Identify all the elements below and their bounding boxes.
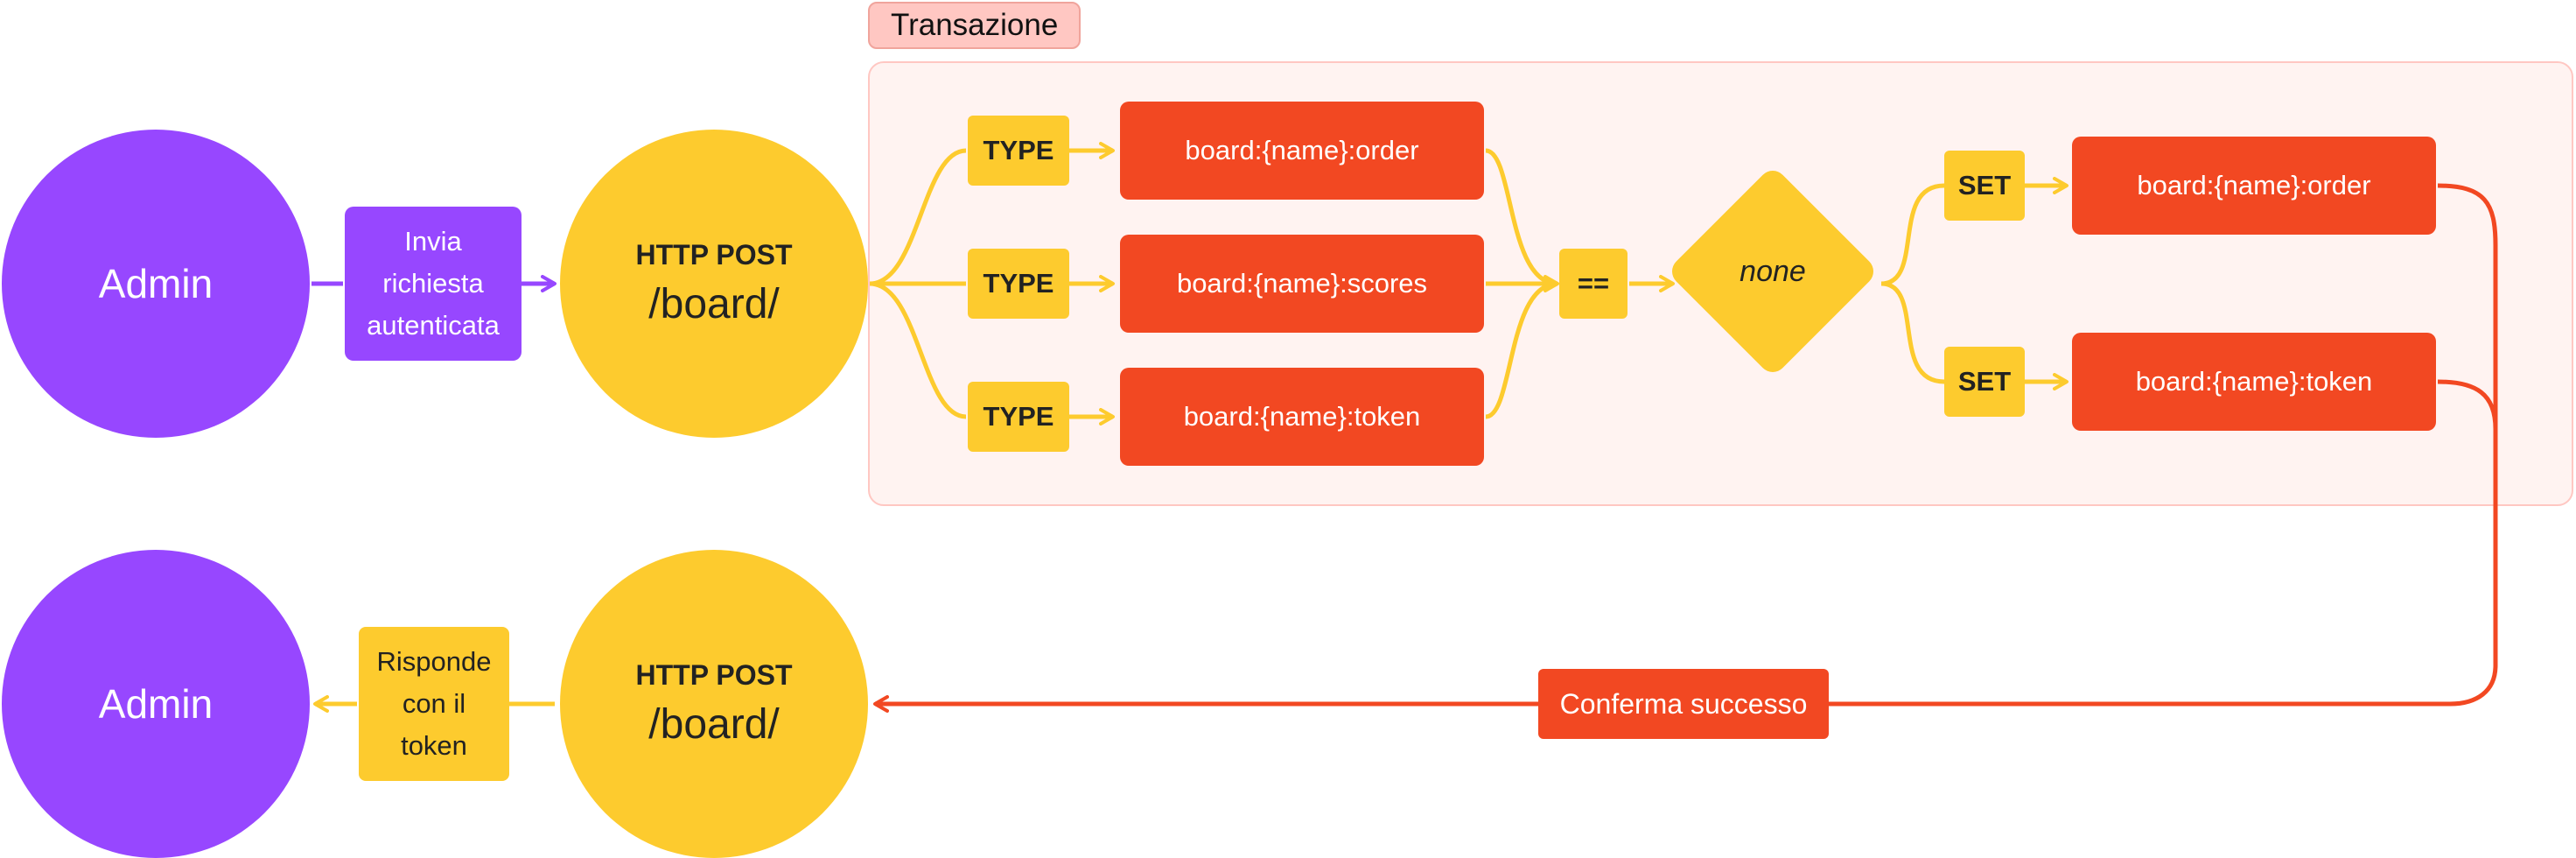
- endpoint-method-bottom: HTTP POST: [635, 659, 793, 691]
- endpoint-path-top: /board/: [648, 281, 780, 327]
- type-key-1-label: board:{name}:order: [1185, 135, 1419, 165]
- endpoint-method-top: HTTP POST: [635, 239, 793, 271]
- none-diamond-label: none: [1740, 254, 1806, 288]
- connector-none-to-set-1: [1880, 183, 1945, 286]
- transaction-title: Transazione: [868, 2, 1082, 49]
- type-key-1: board:{name}:order: [1120, 102, 1484, 200]
- request-label-line-1: Invia: [404, 226, 462, 257]
- set-tag-2-label: SET: [1957, 366, 2012, 397]
- equals-operator-label: ==: [1577, 268, 1610, 299]
- type-tag-2: TYPE: [968, 249, 1069, 319]
- connector-set-key-1-to-return: [2437, 183, 2498, 707]
- connector-set-key-2-to-return: [2437, 379, 2498, 430]
- request-label-box: Invia richiesta autenticata: [345, 207, 522, 361]
- equals-operator: ==: [1559, 249, 1628, 319]
- type-key-2: board:{name}:scores: [1120, 235, 1484, 333]
- connector-key-1-to-equals: [1485, 148, 1558, 286]
- response-label-line-2: con il: [402, 688, 466, 719]
- confirm-success-label: Conferma successo: [1559, 687, 1808, 720]
- endpoint-node-top: HTTP POST /board/: [560, 130, 868, 438]
- type-key-3-label: board:{name}:token: [1183, 401, 1421, 432]
- connector-key-3-to-equals: [1485, 281, 1558, 419]
- type-key-2-label: board:{name}:scores: [1176, 268, 1428, 299]
- connector-none-to-set-2: [1880, 281, 1945, 384]
- response-label-box: Risponde con il token: [359, 627, 509, 781]
- endpoint-node-bottom: HTTP POST /board/: [560, 550, 868, 858]
- type-tag-2-label: TYPE: [983, 268, 1054, 299]
- set-tag-1-label: SET: [1957, 170, 2012, 200]
- response-label-line-3: token: [401, 730, 467, 761]
- connector-endpoint-to-type-3: [869, 281, 967, 419]
- set-key-2: board:{name}:token: [2072, 333, 2436, 431]
- request-label-line-3: autenticata: [367, 310, 500, 341]
- confirm-success-box: Conferma successo: [1538, 669, 1829, 739]
- connector-endpoint-to-type-1: [869, 148, 967, 286]
- type-tag-3-label: TYPE: [983, 401, 1054, 432]
- admin-label-bottom: Admin: [98, 681, 214, 727]
- set-key-1-label: board:{name}:order: [2137, 170, 2371, 200]
- request-label-line-2: richiesta: [382, 268, 484, 299]
- admin-label-top: Admin: [98, 261, 214, 306]
- type-tag-3: TYPE: [968, 382, 1069, 452]
- type-tag-1: TYPE: [968, 116, 1069, 186]
- endpoint-path-bottom: /board/: [648, 701, 780, 748]
- type-key-3: board:{name}:token: [1120, 368, 1484, 466]
- admin-node-top: Admin: [2, 130, 310, 438]
- set-key-2-label: board:{name}:token: [2135, 366, 2373, 397]
- response-label-line-1: Risponde: [376, 646, 492, 677]
- set-tag-2: SET: [1944, 347, 2025, 417]
- type-tag-1-label: TYPE: [983, 135, 1054, 165]
- admin-node-bottom: Admin: [2, 550, 310, 858]
- set-key-1: board:{name}:order: [2072, 137, 2436, 235]
- set-tag-1: SET: [1944, 151, 2025, 221]
